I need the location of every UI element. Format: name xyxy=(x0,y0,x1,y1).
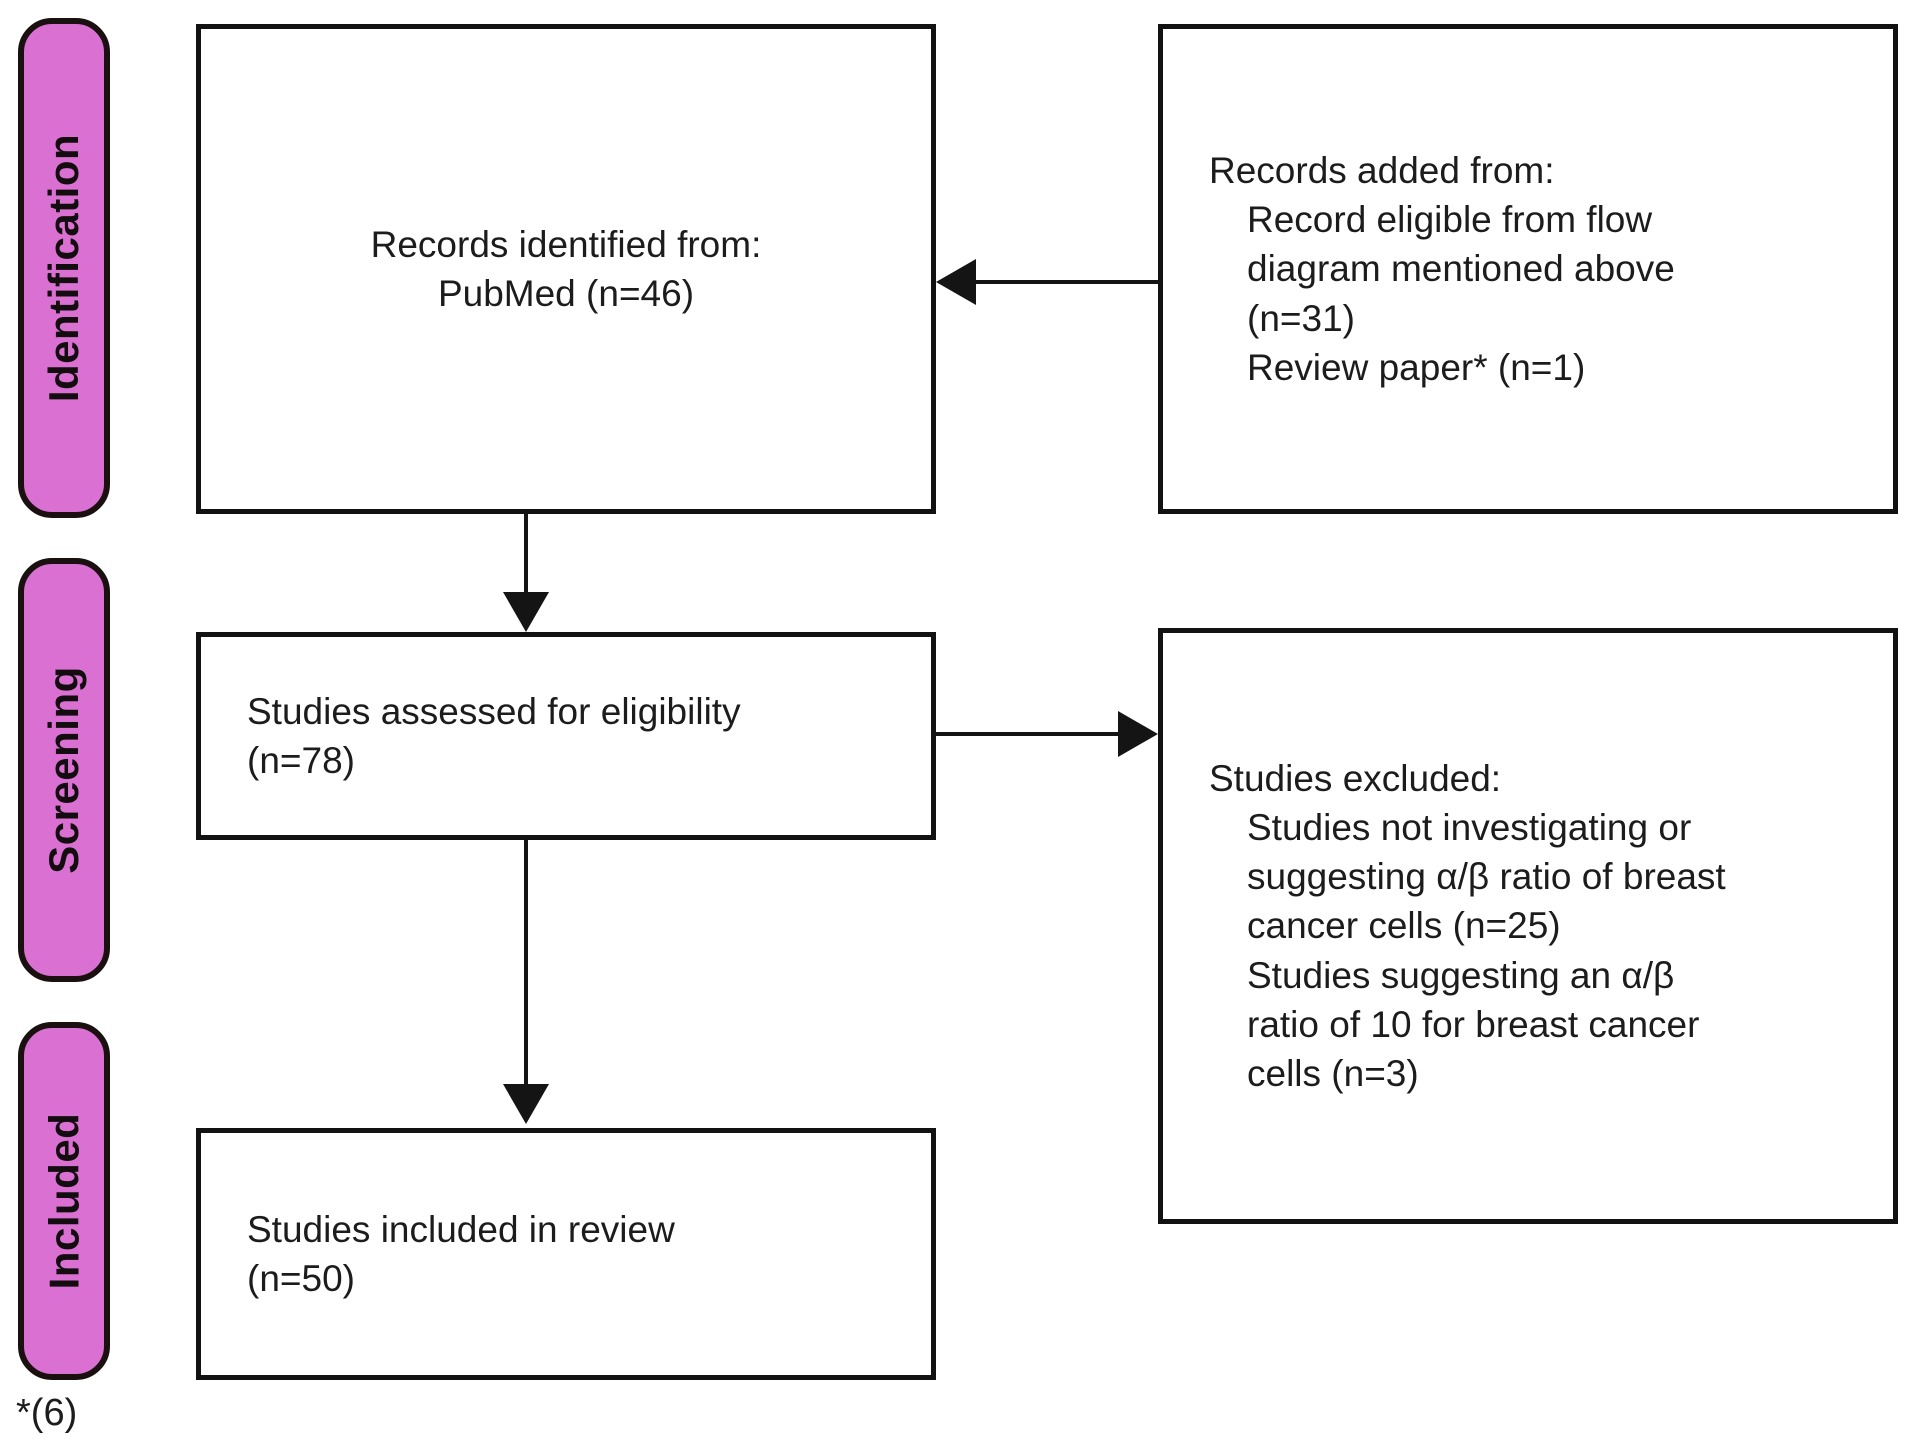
box-studies-included: Studies included in review (n=50) xyxy=(196,1128,936,1380)
box-studies-assessed-text: Studies assessed for eligibility (n=78) xyxy=(201,687,931,785)
box-studies-assessed: Studies assessed for eligibility (n=78) xyxy=(196,632,936,840)
arrow-head xyxy=(936,259,976,305)
arrow-head xyxy=(503,592,549,632)
arrow-shaft xyxy=(524,840,528,1088)
box-records-added: Records added from: Record eligible from… xyxy=(1158,24,1898,514)
text-line: PubMed (n=46) xyxy=(437,273,695,314)
box-records-identified: Records identified from: PubMed (n=46) xyxy=(196,24,936,514)
stage-band-included: Included xyxy=(18,1022,110,1380)
text-line: suggesting α/β ratio of breast xyxy=(1247,856,1726,898)
text-line: Studies assessed for eligibility xyxy=(247,690,741,732)
box-records-identified-text: Records identified from: PubMed (n=46) xyxy=(201,220,931,318)
stage-label-screening: Screening xyxy=(40,666,88,874)
text-line: Record eligible from flow xyxy=(1247,199,1653,241)
text-line: Records added from: xyxy=(1209,149,1555,191)
text-line: Records identified from: xyxy=(370,223,762,265)
text-line: diagram mentioned above xyxy=(1247,248,1675,290)
text-line: (n=31) xyxy=(1247,297,1355,339)
arrow-head xyxy=(503,1084,549,1124)
arrow-shaft xyxy=(524,514,528,596)
box-studies-included-text: Studies included in review (n=50) xyxy=(201,1205,931,1303)
arrow-head xyxy=(1118,711,1158,757)
box-studies-excluded: Studies excluded: Studies not investigat… xyxy=(1158,628,1898,1224)
text-line: cells (n=3) xyxy=(1247,1053,1419,1094)
stage-label-identification: Identification xyxy=(40,133,87,403)
text-line: Review paper* (n=1) xyxy=(1247,346,1586,388)
stage-label-included: Included xyxy=(40,1112,87,1290)
arrow-shaft xyxy=(936,732,1120,736)
arrow-shaft xyxy=(974,280,1160,284)
text-line: cancer cells (n=25) xyxy=(1247,905,1561,947)
box-records-added-text: Records added from: Record eligible from… xyxy=(1163,146,1893,392)
stage-band-identification: Identification xyxy=(18,18,110,518)
footnote-asterisk: *(6) xyxy=(16,1392,78,1434)
text-line: Studies suggesting an α/β xyxy=(1247,954,1675,996)
text-line: ratio of 10 for breast cancer xyxy=(1247,1003,1700,1045)
text-line: Studies not investigating or xyxy=(1247,806,1692,848)
text-line: (n=50) xyxy=(247,1258,355,1299)
text-line: Studies excluded: xyxy=(1209,757,1502,799)
text-line: (n=78) xyxy=(247,740,355,781)
box-studies-excluded-text: Studies excluded: Studies not investigat… xyxy=(1163,754,1893,1098)
text-line: Studies included in review xyxy=(247,1208,675,1250)
stage-band-screening: Screening xyxy=(18,558,110,982)
